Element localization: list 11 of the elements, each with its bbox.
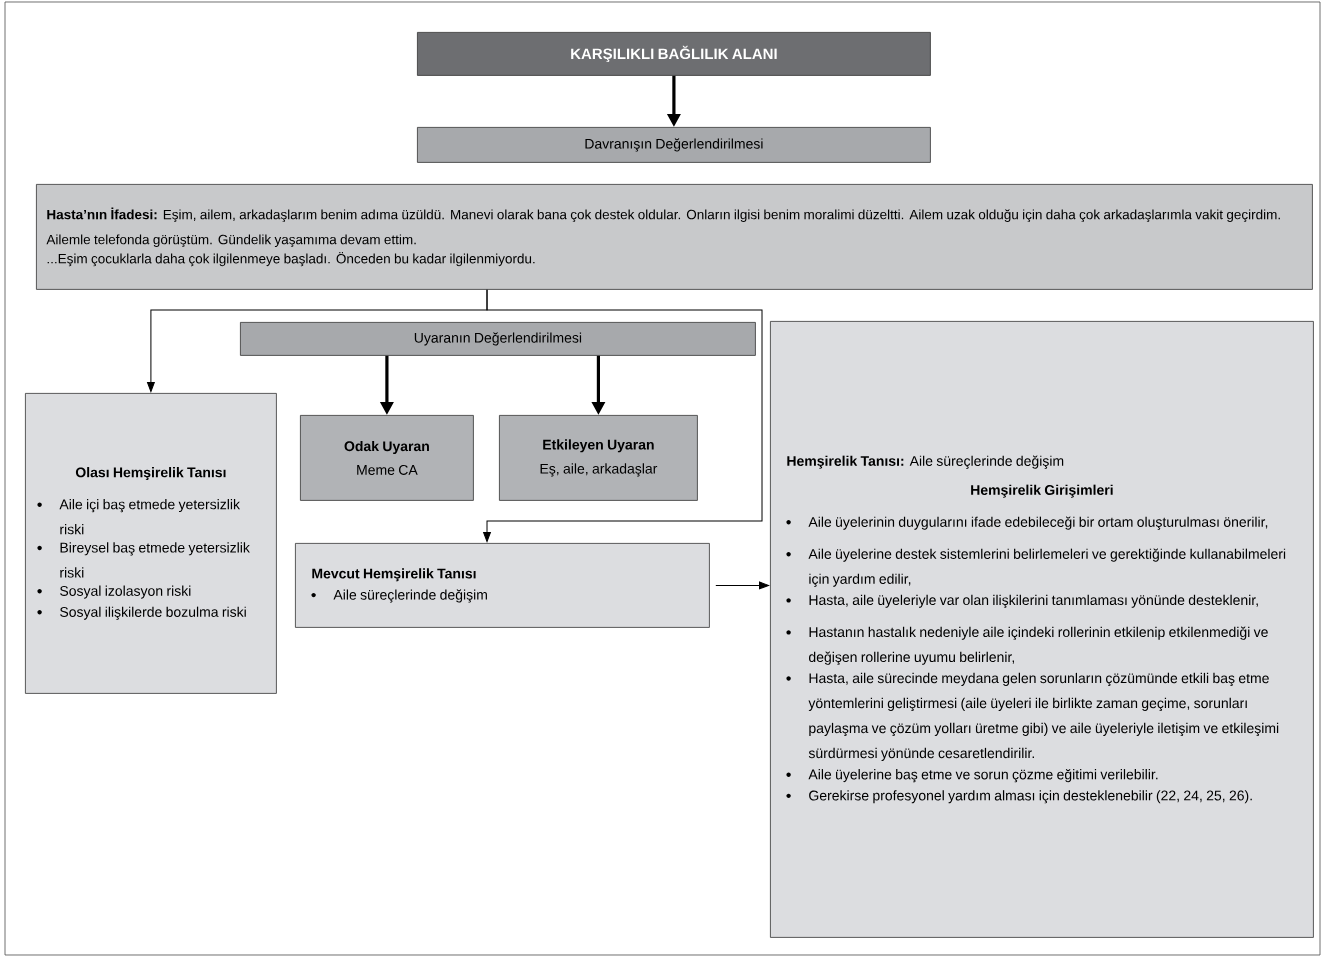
diagnosis-box: Olası Hemşirelik Tanısı Aile içi baş etmede yetersizlik riski Bireysel baş etmede yetersizlik riski Sosyal izolasyon riski Sosyal ilişkilerde bozulma riski (25, 393, 277, 694)
stimulus-box: Odak Uyaran Meme CA (300, 415, 474, 501)
statement-box: Hasta’nın İfadesi: Eşim, ailem, arkadaşlarım benim adıma üzüldü. Manevi olarak bana çok destek oldular. Onların ilgisi benim moralimi düzeltti. Ailem uzak olduğu için daha çok arkadaşlarımla vakit geçirdim. Ailemle telefonda görüştüm. Gündelik yaşamıma devam ettim. ...Eşim çocuklarla daha çok ilgilenmeye başladı. Önceden bu kadar ilgilenmiyordu. (36, 184, 1313, 290)
title-box: KARŞILIKLI BAĞLILIK ALANI (417, 32, 931, 76)
step-box: Uyaranın Değerlendirilmesi (240, 322, 756, 356)
stimulus-box: Etkileyen Uyaran Eş, aile, arkadaşlar (499, 415, 698, 501)
step-box: Davranışın Değerlendirilmesi (417, 127, 931, 163)
arrow (715, 581, 770, 590)
intervention-box: Hemşirelik Tanısı: Aile süreçlerinde değişim Hemşirelik Girişimleri Aile üyelerinin duygularını ifade edebileceği bir ortam oluşturulması önerilir, Aile üyelerine destek sistemlerini belirlemeleri ve gerektiğinde kullanabilmeleri için yardım edilir, Hasta, aile üyeleriyle var olan ilişkilerini tanımlaması yönünde desteklenir, Hastanın hastalık nedeniyle aile içindeki rollerinin etkilenip etkilenmediği ve değişen rollerine uyumu belirlenir, Hasta, aile sürecinde meydana gelen sorunların çözümünde etkili baş etme yöntemlerini geliştirmesi (aile üyeleri ile birlikte zaman geçime, sorunları paylaşma ve çözüm yolları üretme gibi) ve aile üyeleriyle iletişim ve etkileşimi sürdürmesi yönünde cesaretlendirilir. Aile üyelerine baş etme ve sorun çözme eğitimi verilebilir. Gerekirse profesyonel yardım alması için desteklenebilir (22, 24, 25, 26). (770, 321, 1314, 938)
diagnosis-box: Mevcut Hemşirelik Tanısı Aile süreçlerinde değişim (295, 543, 710, 628)
arrow (483, 289, 763, 543)
